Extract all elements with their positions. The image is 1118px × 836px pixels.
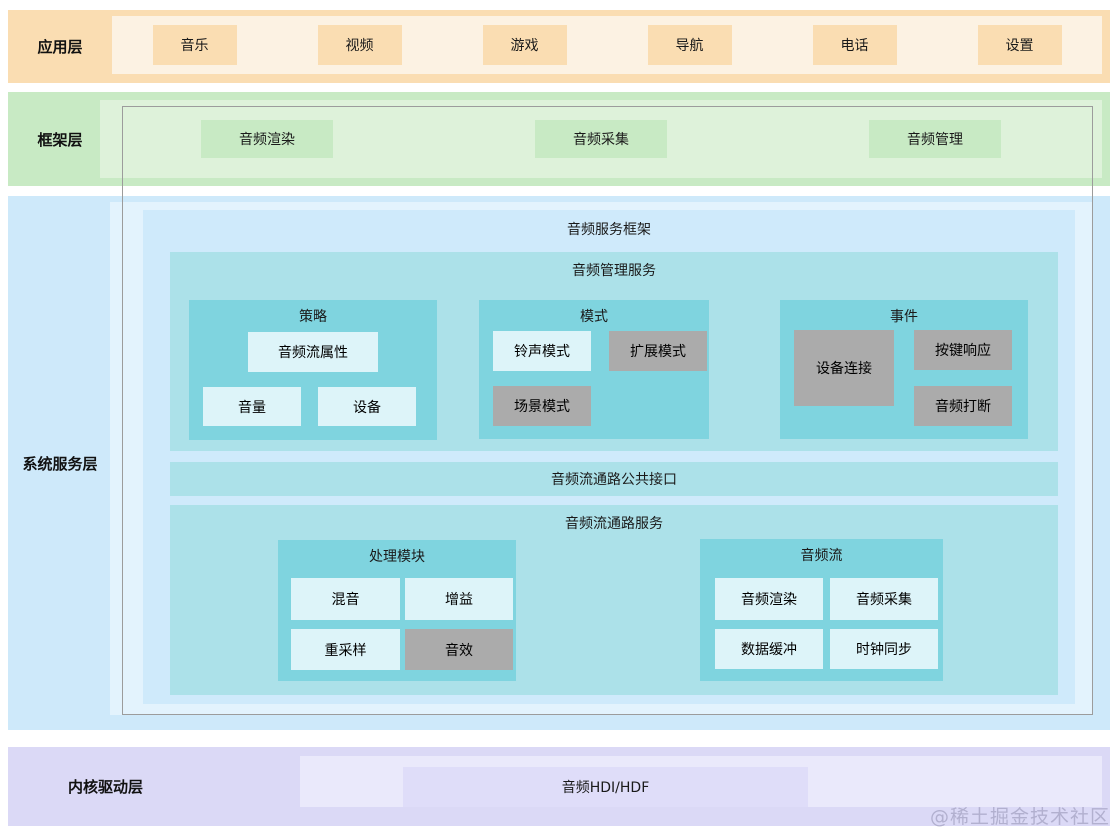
stream-capture-box: 音频采集 <box>830 578 938 620</box>
app-item-video: 视频 <box>317 25 402 65</box>
framework-layer-band: 框架层 音频渲染 音频采集 音频管理 <box>8 92 1110 186</box>
event-group-title: 事件 <box>890 309 918 325</box>
app-layer-band: 应用层 音乐 视频 游戏 导航 电话 设置 <box>8 10 1110 83</box>
audio-stream-attribute-box: 音频流属性 <box>248 332 378 372</box>
audio-hdi-hdf-box: 音频HDI/HDF <box>403 767 808 807</box>
data-buffer-box: 数据缓冲 <box>715 629 823 669</box>
kernel-driver-layer-band: 内核驱动层 音频HDI/HDF <box>8 747 1110 826</box>
stream-render-box: 音频渲染 <box>715 578 823 620</box>
audio-service-framework-title: 音频服务框架 <box>567 222 651 238</box>
audio-management-service-title: 音频管理服务 <box>572 263 656 279</box>
mix-box: 混音 <box>291 578 400 620</box>
layer-label-system: 系统服务层 <box>22 454 98 473</box>
resample-box: 重采样 <box>291 629 400 670</box>
policy-group-title: 策略 <box>299 309 327 325</box>
app-item-phone: 电话 <box>812 25 897 65</box>
audio-interrupt-box: 音频打断 <box>914 386 1012 426</box>
scene-mode-box: 场景模式 <box>493 386 591 426</box>
volume-box: 音量 <box>203 387 301 426</box>
framework-layer-strip: 音频渲染 音频采集 音频管理 <box>100 100 1102 178</box>
framework-item-audio-capture: 音频采集 <box>535 120 667 158</box>
framework-item-audio-render: 音频渲染 <box>201 120 333 158</box>
stream-path-common-interface-bar: 音频流通路公共接口 <box>170 462 1058 496</box>
key-response-box: 按键响应 <box>914 330 1012 370</box>
layer-label-kernel: 内核驱动层 <box>67 778 143 796</box>
app-layer-strip: 音乐 视频 游戏 导航 电话 设置 <box>112 16 1102 74</box>
device-connect-box: 设备连接 <box>794 330 894 406</box>
stream-path-service-panel: 音频流通路服务 处理模块 混音 增益 重采样 音效 音频流 音频渲染 音频采集 … <box>170 505 1058 695</box>
mode-group: 模式 铃声模式 扩展模式 场景模式 <box>479 300 709 439</box>
layer-label-framework: 框架层 <box>37 130 83 149</box>
layer-label-app: 应用层 <box>37 38 83 56</box>
audio-stream-group: 音频流 音频渲染 音频采集 数据缓冲 时钟同步 <box>700 539 943 681</box>
clock-sync-box: 时钟同步 <box>830 629 938 669</box>
sound-effect-box: 音效 <box>405 629 513 670</box>
watermark: @稀土掘金技术社区 <box>929 806 1110 828</box>
app-item-game: 游戏 <box>482 25 567 65</box>
app-item-navigation: 导航 <box>647 25 732 65</box>
policy-group: 策略 音频流属性 音量 设备 <box>189 300 437 440</box>
extend-mode-box: 扩展模式 <box>609 331 707 371</box>
stream-path-service-title: 音频流通路服务 <box>565 516 663 532</box>
kernel-layer-strip: 音频HDI/HDF <box>300 756 1102 807</box>
app-item-music: 音乐 <box>152 25 237 65</box>
event-group: 事件 设备连接 按键响应 音频打断 <box>780 300 1028 439</box>
system-service-layer-band: 系统服务层 音频服务框架 音频管理服务 策略 音频流属性 音量 设备 模式 铃声… <box>8 196 1110 730</box>
gain-box: 增益 <box>405 578 513 620</box>
audio-management-service-panel: 音频管理服务 策略 音频流属性 音量 设备 模式 铃声模式 扩展模式 场景模式 … <box>170 252 1058 451</box>
audio-stream-title: 音频流 <box>800 548 843 564</box>
process-module-title: 处理模块 <box>369 549 425 565</box>
process-module-group: 处理模块 混音 增益 重采样 音效 <box>278 540 516 681</box>
audio-service-framework-panel: 音频服务框架 音频管理服务 策略 音频流属性 音量 设备 模式 铃声模式 扩展模… <box>143 210 1075 704</box>
ring-mode-box: 铃声模式 <box>493 331 591 371</box>
framework-item-audio-manage: 音频管理 <box>869 120 1001 158</box>
device-box: 设备 <box>318 387 416 426</box>
app-item-settings: 设置 <box>977 25 1062 65</box>
mode-group-title: 模式 <box>580 309 608 325</box>
